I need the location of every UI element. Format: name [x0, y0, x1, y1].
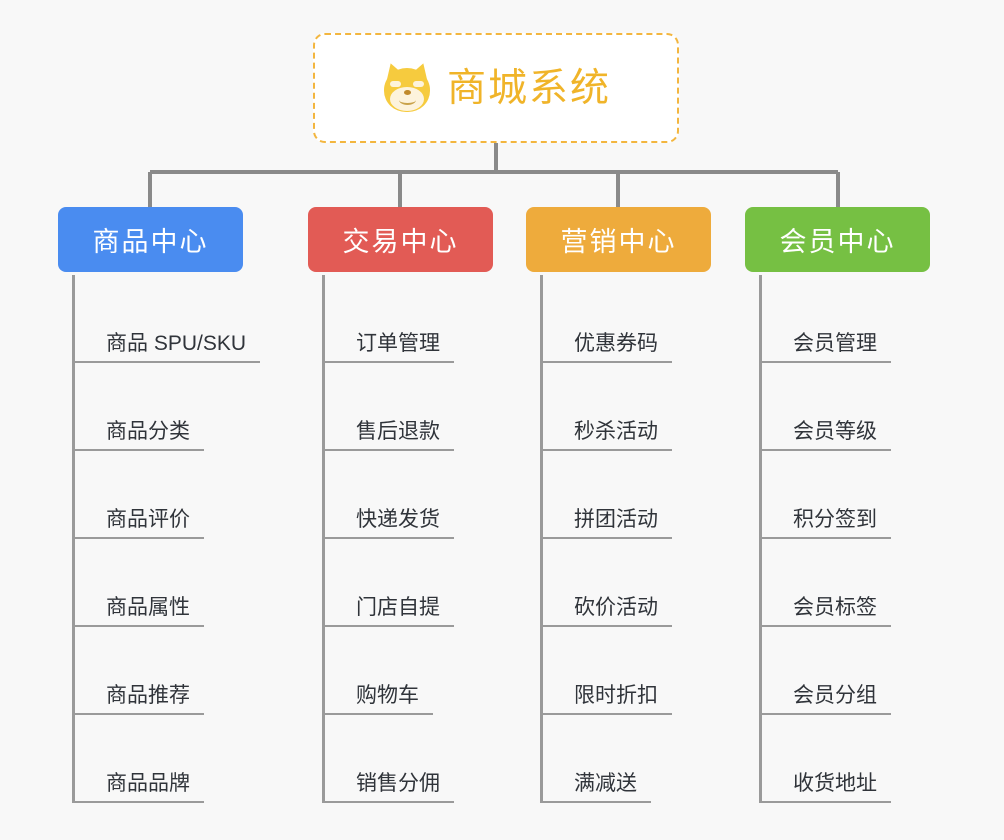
shiba-inu-dog-face-icon [381, 60, 433, 114]
leaf-label: 积分签到 [759, 508, 891, 539]
root-title: 商城系统 [446, 66, 611, 110]
category-title: 会员中心 [779, 227, 896, 257]
leaf-label: 拼团活动 [540, 508, 672, 539]
category-column-member-center: 会员中心会员管理会员等级积分签到会员标签会员分组收货地址 [745, 207, 930, 803]
root-node[interactable]: 商城系统 [313, 33, 679, 143]
category-title: 商品中心 [92, 227, 209, 257]
leaf-label: 订单管理 [322, 332, 454, 363]
leaf-item[interactable]: 砍价活动 [540, 539, 711, 627]
leaf-label: 满减送 [540, 772, 651, 803]
leaf-item[interactable]: 购物车 [322, 627, 493, 715]
leaf-item[interactable]: 拼团活动 [540, 451, 711, 539]
leaf-trunk-line-trade-center [322, 275, 325, 801]
leaf-trunk-line-marketing-center [540, 275, 543, 801]
leaf-item[interactable]: 收货地址 [759, 715, 930, 803]
leaf-label: 会员分组 [759, 684, 891, 715]
category-column-trade-center: 交易中心订单管理售后退款快递发货门店自提购物车销售分佣 [308, 207, 493, 803]
leaf-label: 商品评价 [72, 508, 204, 539]
leaf-item[interactable]: 满减送 [540, 715, 711, 803]
leaf-label: 商品推荐 [72, 684, 204, 715]
leaf-item[interactable]: 商品属性 [72, 539, 243, 627]
category-header-product-center[interactable]: 商品中心 [58, 207, 243, 272]
leaf-item[interactable]: 商品推荐 [72, 627, 243, 715]
leaf-list-member-center: 会员管理会员等级积分签到会员标签会员分组收货地址 [745, 275, 930, 803]
leaf-item[interactable]: 会员标签 [759, 539, 930, 627]
leaf-item[interactable]: 会员等级 [759, 363, 930, 451]
category-header-marketing-center[interactable]: 营销中心 [526, 207, 711, 272]
leaf-item[interactable]: 商品 SPU/SKU [72, 275, 261, 363]
leaf-trunk-line-member-center [759, 275, 762, 801]
leaf-label: 秒杀活动 [540, 420, 672, 451]
leaf-label: 会员标签 [759, 596, 891, 627]
leaf-item[interactable]: 商品分类 [72, 363, 243, 451]
category-title: 交易中心 [342, 227, 459, 257]
leaf-item[interactable]: 销售分佣 [322, 715, 493, 803]
leaf-item[interactable]: 积分签到 [759, 451, 930, 539]
leaf-label: 门店自提 [322, 596, 454, 627]
leaf-label: 商品属性 [72, 596, 204, 627]
leaf-list-trade-center: 订单管理售后退款快递发货门店自提购物车销售分佣 [308, 275, 493, 803]
leaf-label: 优惠券码 [540, 332, 672, 363]
leaf-item[interactable]: 商品品牌 [72, 715, 243, 803]
category-column-product-center: 商品中心商品 SPU/SKU 商品分类商品评价商品属性商品推荐商品品牌 [58, 207, 261, 803]
leaf-item[interactable]: 售后退款 [322, 363, 493, 451]
leaf-list-marketing-center: 优惠券码秒杀活动拼团活动砍价活动限时折扣满减送 [526, 275, 711, 803]
leaf-item[interactable]: 会员分组 [759, 627, 930, 715]
leaf-label: 商品分类 [72, 420, 204, 451]
leaf-label: 会员管理 [759, 332, 891, 363]
leaf-item[interactable]: 订单管理 [322, 275, 493, 363]
leaf-label: 商品品牌 [72, 772, 204, 803]
leaf-label: 会员等级 [759, 420, 891, 451]
leaf-item[interactable]: 秒杀活动 [540, 363, 711, 451]
leaf-label: 售后退款 [322, 420, 454, 451]
category-title: 营销中心 [560, 227, 677, 257]
leaf-trunk-line-product-center [72, 275, 75, 801]
category-column-marketing-center: 营销中心优惠券码秒杀活动拼团活动砍价活动限时折扣满减送 [526, 207, 711, 803]
leaf-label: 快递发货 [322, 508, 454, 539]
category-header-trade-center[interactable]: 交易中心 [308, 207, 493, 272]
leaf-item[interactable]: 门店自提 [322, 539, 493, 627]
leaf-item[interactable]: 快递发货 [322, 451, 493, 539]
category-header-member-center[interactable]: 会员中心 [745, 207, 930, 272]
leaf-label: 销售分佣 [322, 772, 454, 803]
leaf-list-product-center: 商品 SPU/SKU 商品分类商品评价商品属性商品推荐商品品牌 [58, 275, 261, 803]
leaf-item[interactable]: 优惠券码 [540, 275, 711, 363]
leaf-label: 收货地址 [759, 772, 891, 803]
leaf-label: 砍价活动 [540, 596, 672, 627]
leaf-label: 商品 SPU/SKU [72, 332, 261, 363]
leaf-label: 限时折扣 [540, 684, 672, 715]
leaf-item[interactable]: 商品评价 [72, 451, 243, 539]
leaf-item[interactable]: 限时折扣 [540, 627, 711, 715]
leaf-label: 购物车 [322, 684, 433, 715]
leaf-item[interactable]: 会员管理 [759, 275, 930, 363]
